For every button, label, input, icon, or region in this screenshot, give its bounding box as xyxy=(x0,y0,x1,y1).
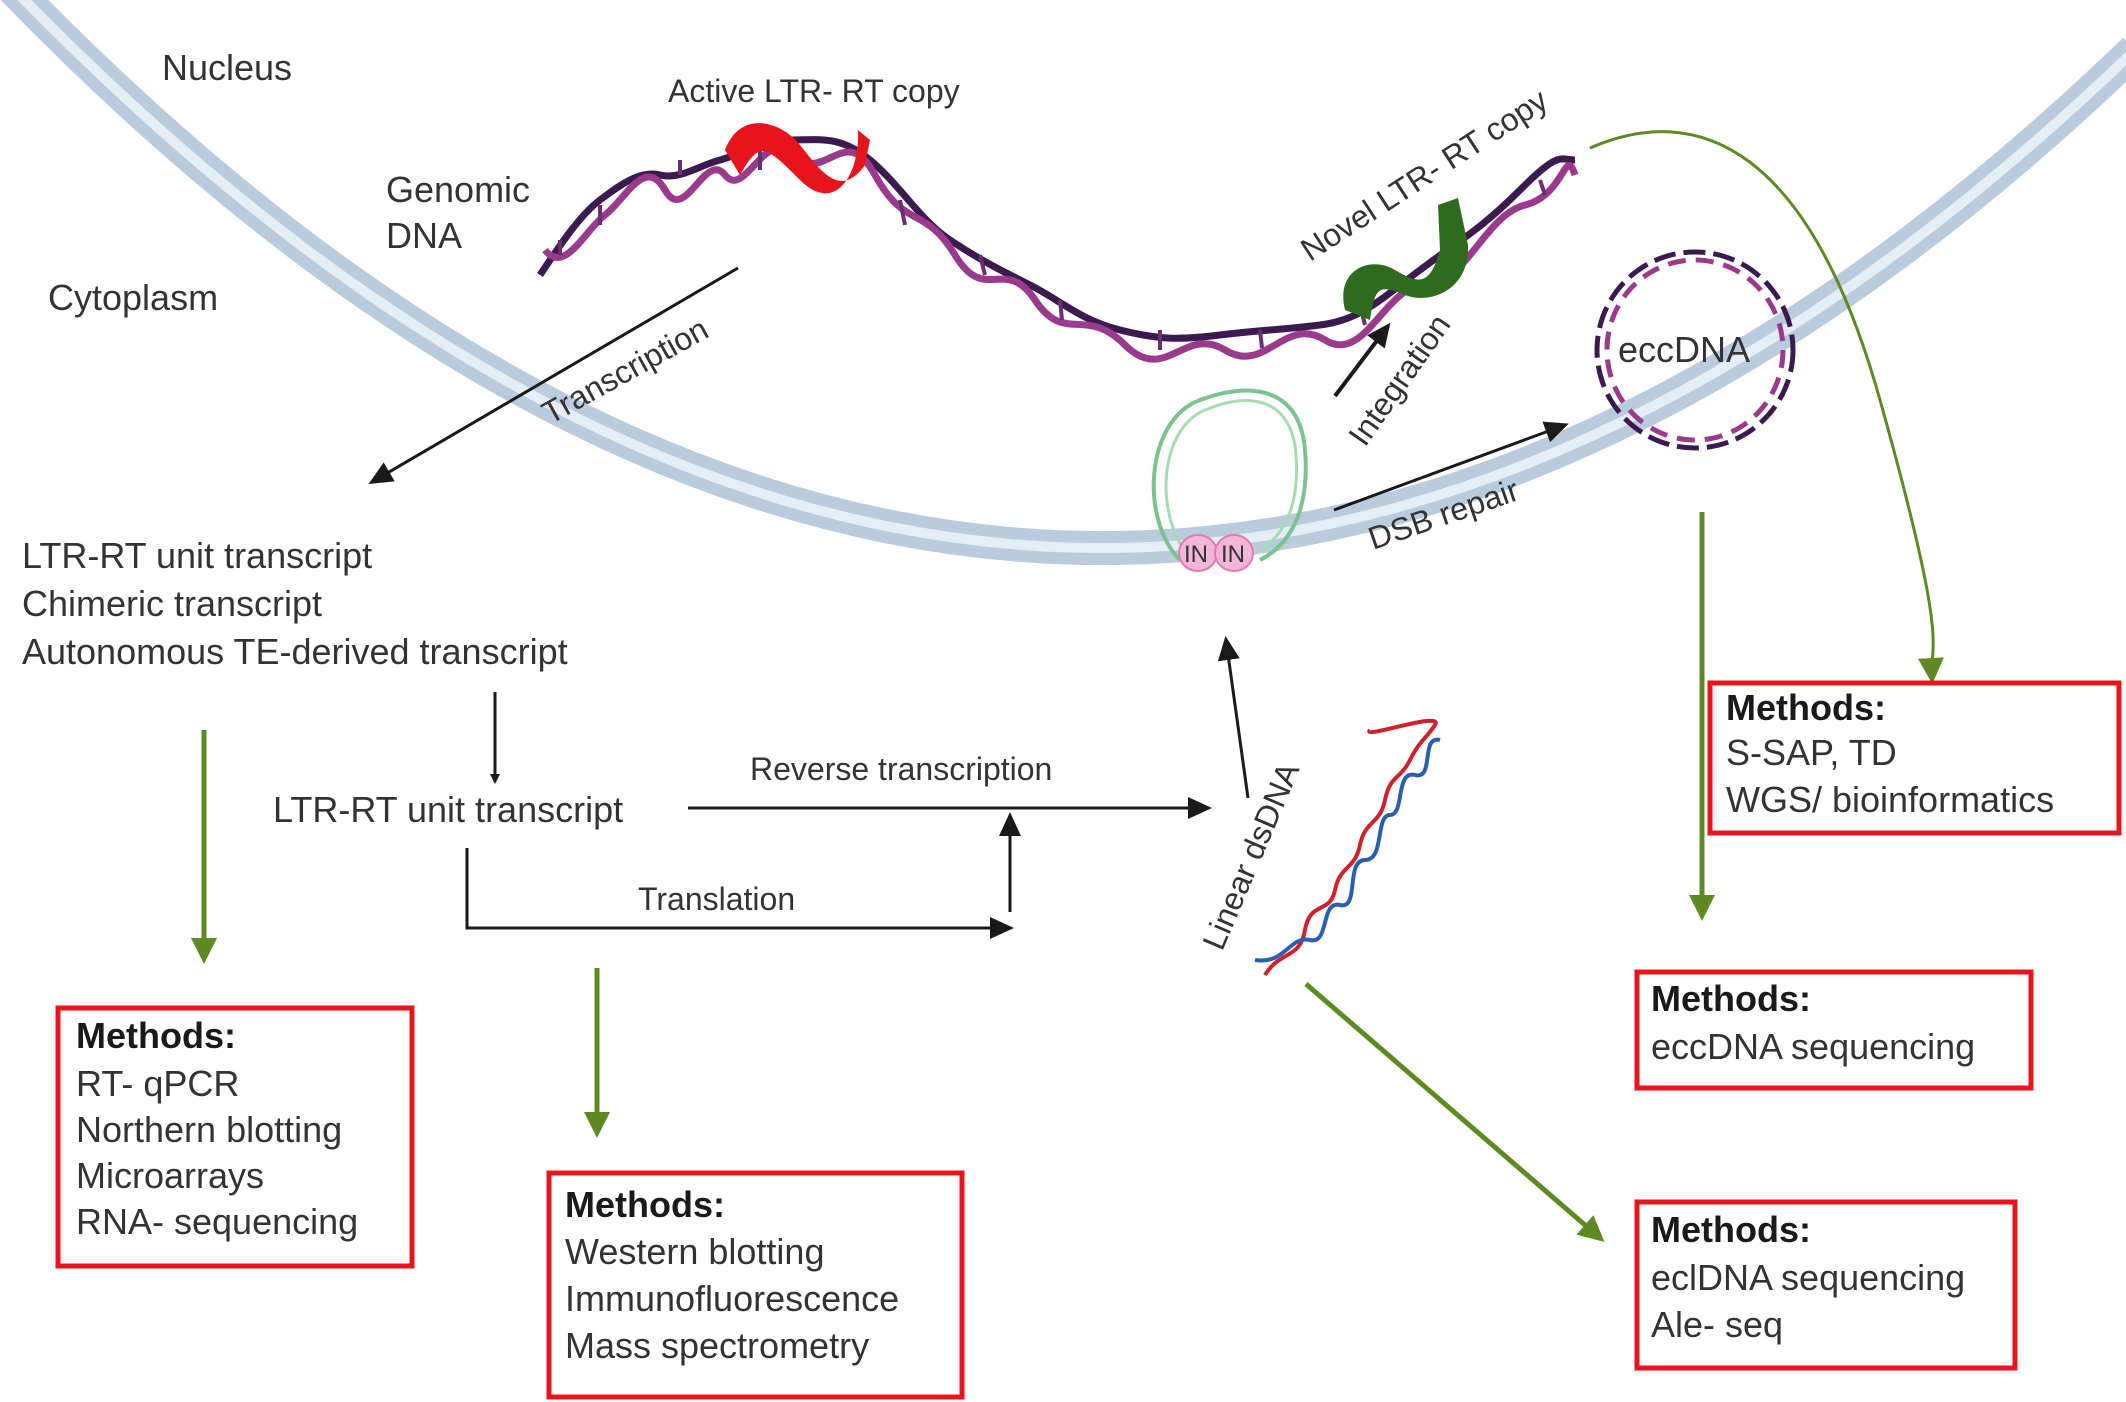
cytoplasm-label: Cytoplasm xyxy=(48,277,218,318)
integrase-complex: IN IN xyxy=(1151,388,1308,572)
green-arrow xyxy=(1589,130,1944,684)
translation-label: Translation xyxy=(638,881,795,917)
methods-item: Mass spectrometry xyxy=(565,1325,869,1366)
transcription-arrow xyxy=(368,266,739,485)
integrase-label: IN xyxy=(1221,541,1245,568)
methods-item: eclDNA sequencing xyxy=(1651,1257,1965,1298)
active-copy-label: Active LTR- RT copy xyxy=(668,73,960,109)
methods-heading: Methods: xyxy=(1651,1209,1811,1250)
methods-heading: Methods: xyxy=(565,1184,725,1225)
reverse-transcription-label: Reverse transcription xyxy=(750,751,1052,787)
methods-box-genomic: Methods: S-SAP, TD WGS/ bioinformatics xyxy=(1707,680,2122,836)
methods-box-rna: Methods: RT- qPCR Northern blotting Micr… xyxy=(55,1005,415,1269)
methods-item: Western blotting xyxy=(565,1231,824,1272)
methods-heading: Methods: xyxy=(1726,687,1886,728)
transcript-list-item: LTR-RT unit transcript xyxy=(22,535,372,576)
methods-item: Microarrays xyxy=(76,1155,264,1196)
eccdna-circle xyxy=(1594,249,1796,451)
methods-item: Immunofluorescence xyxy=(565,1278,899,1319)
transcript-list-item: Autonomous TE-derived transcript xyxy=(22,631,568,672)
novel-ltr-rt-copy xyxy=(1343,198,1469,320)
unit-transcript-label: LTR-RT unit transcript xyxy=(273,789,623,830)
methods-item: Northern blotting xyxy=(76,1109,342,1150)
integration-label: Integration xyxy=(1341,307,1457,452)
eccdna-label: eccDNA xyxy=(1618,329,1750,370)
methods-item: WGS/ bioinformatics xyxy=(1726,779,2054,820)
genomic-dna-label-line1: Genomic xyxy=(386,169,530,210)
novel-copy-label: Novel LTR- RT copy xyxy=(1294,82,1554,268)
methods-box-ecldna: Methods: eclDNA sequencing Ale- seq xyxy=(1634,1199,2018,1371)
active-ltr-rt-copy xyxy=(725,123,870,194)
integrase-label: IN xyxy=(1184,541,1208,568)
dsdna-to-nucleus-arrow xyxy=(1217,636,1250,799)
methods-heading: Methods: xyxy=(1651,978,1811,1019)
methods-box-eccdna: Methods: eccDNA sequencing xyxy=(1634,969,2034,1091)
methods-item: Ale- seq xyxy=(1651,1304,1783,1345)
linear-dsdna-label: Linear dsDNA xyxy=(1195,757,1306,955)
genomic-dna-label-line2: DNA xyxy=(386,215,462,256)
nuclear-membrane xyxy=(0,0,2126,565)
transcript-list-item: Chimeric transcript xyxy=(22,583,322,624)
nucleus-label: Nucleus xyxy=(162,47,292,88)
translation-path xyxy=(465,848,1014,939)
methods-box-protein: Methods: Western blotting Immunofluoresc… xyxy=(546,1170,965,1400)
integrase-subunit xyxy=(1214,534,1254,572)
methods-heading: Methods: xyxy=(76,1015,236,1056)
methods-item: RNA- sequencing xyxy=(76,1201,358,1242)
integration-arrow xyxy=(1333,322,1391,398)
linear-dsdna xyxy=(1254,718,1441,977)
methods-item: eccDNA sequencing xyxy=(1651,1026,1975,1067)
green-arrow xyxy=(1304,982,1605,1242)
methods-item: S-SAP, TD xyxy=(1726,732,1897,773)
methods-item: RT- qPCR xyxy=(76,1063,239,1104)
dsb-repair-arrow xyxy=(1333,421,1569,512)
